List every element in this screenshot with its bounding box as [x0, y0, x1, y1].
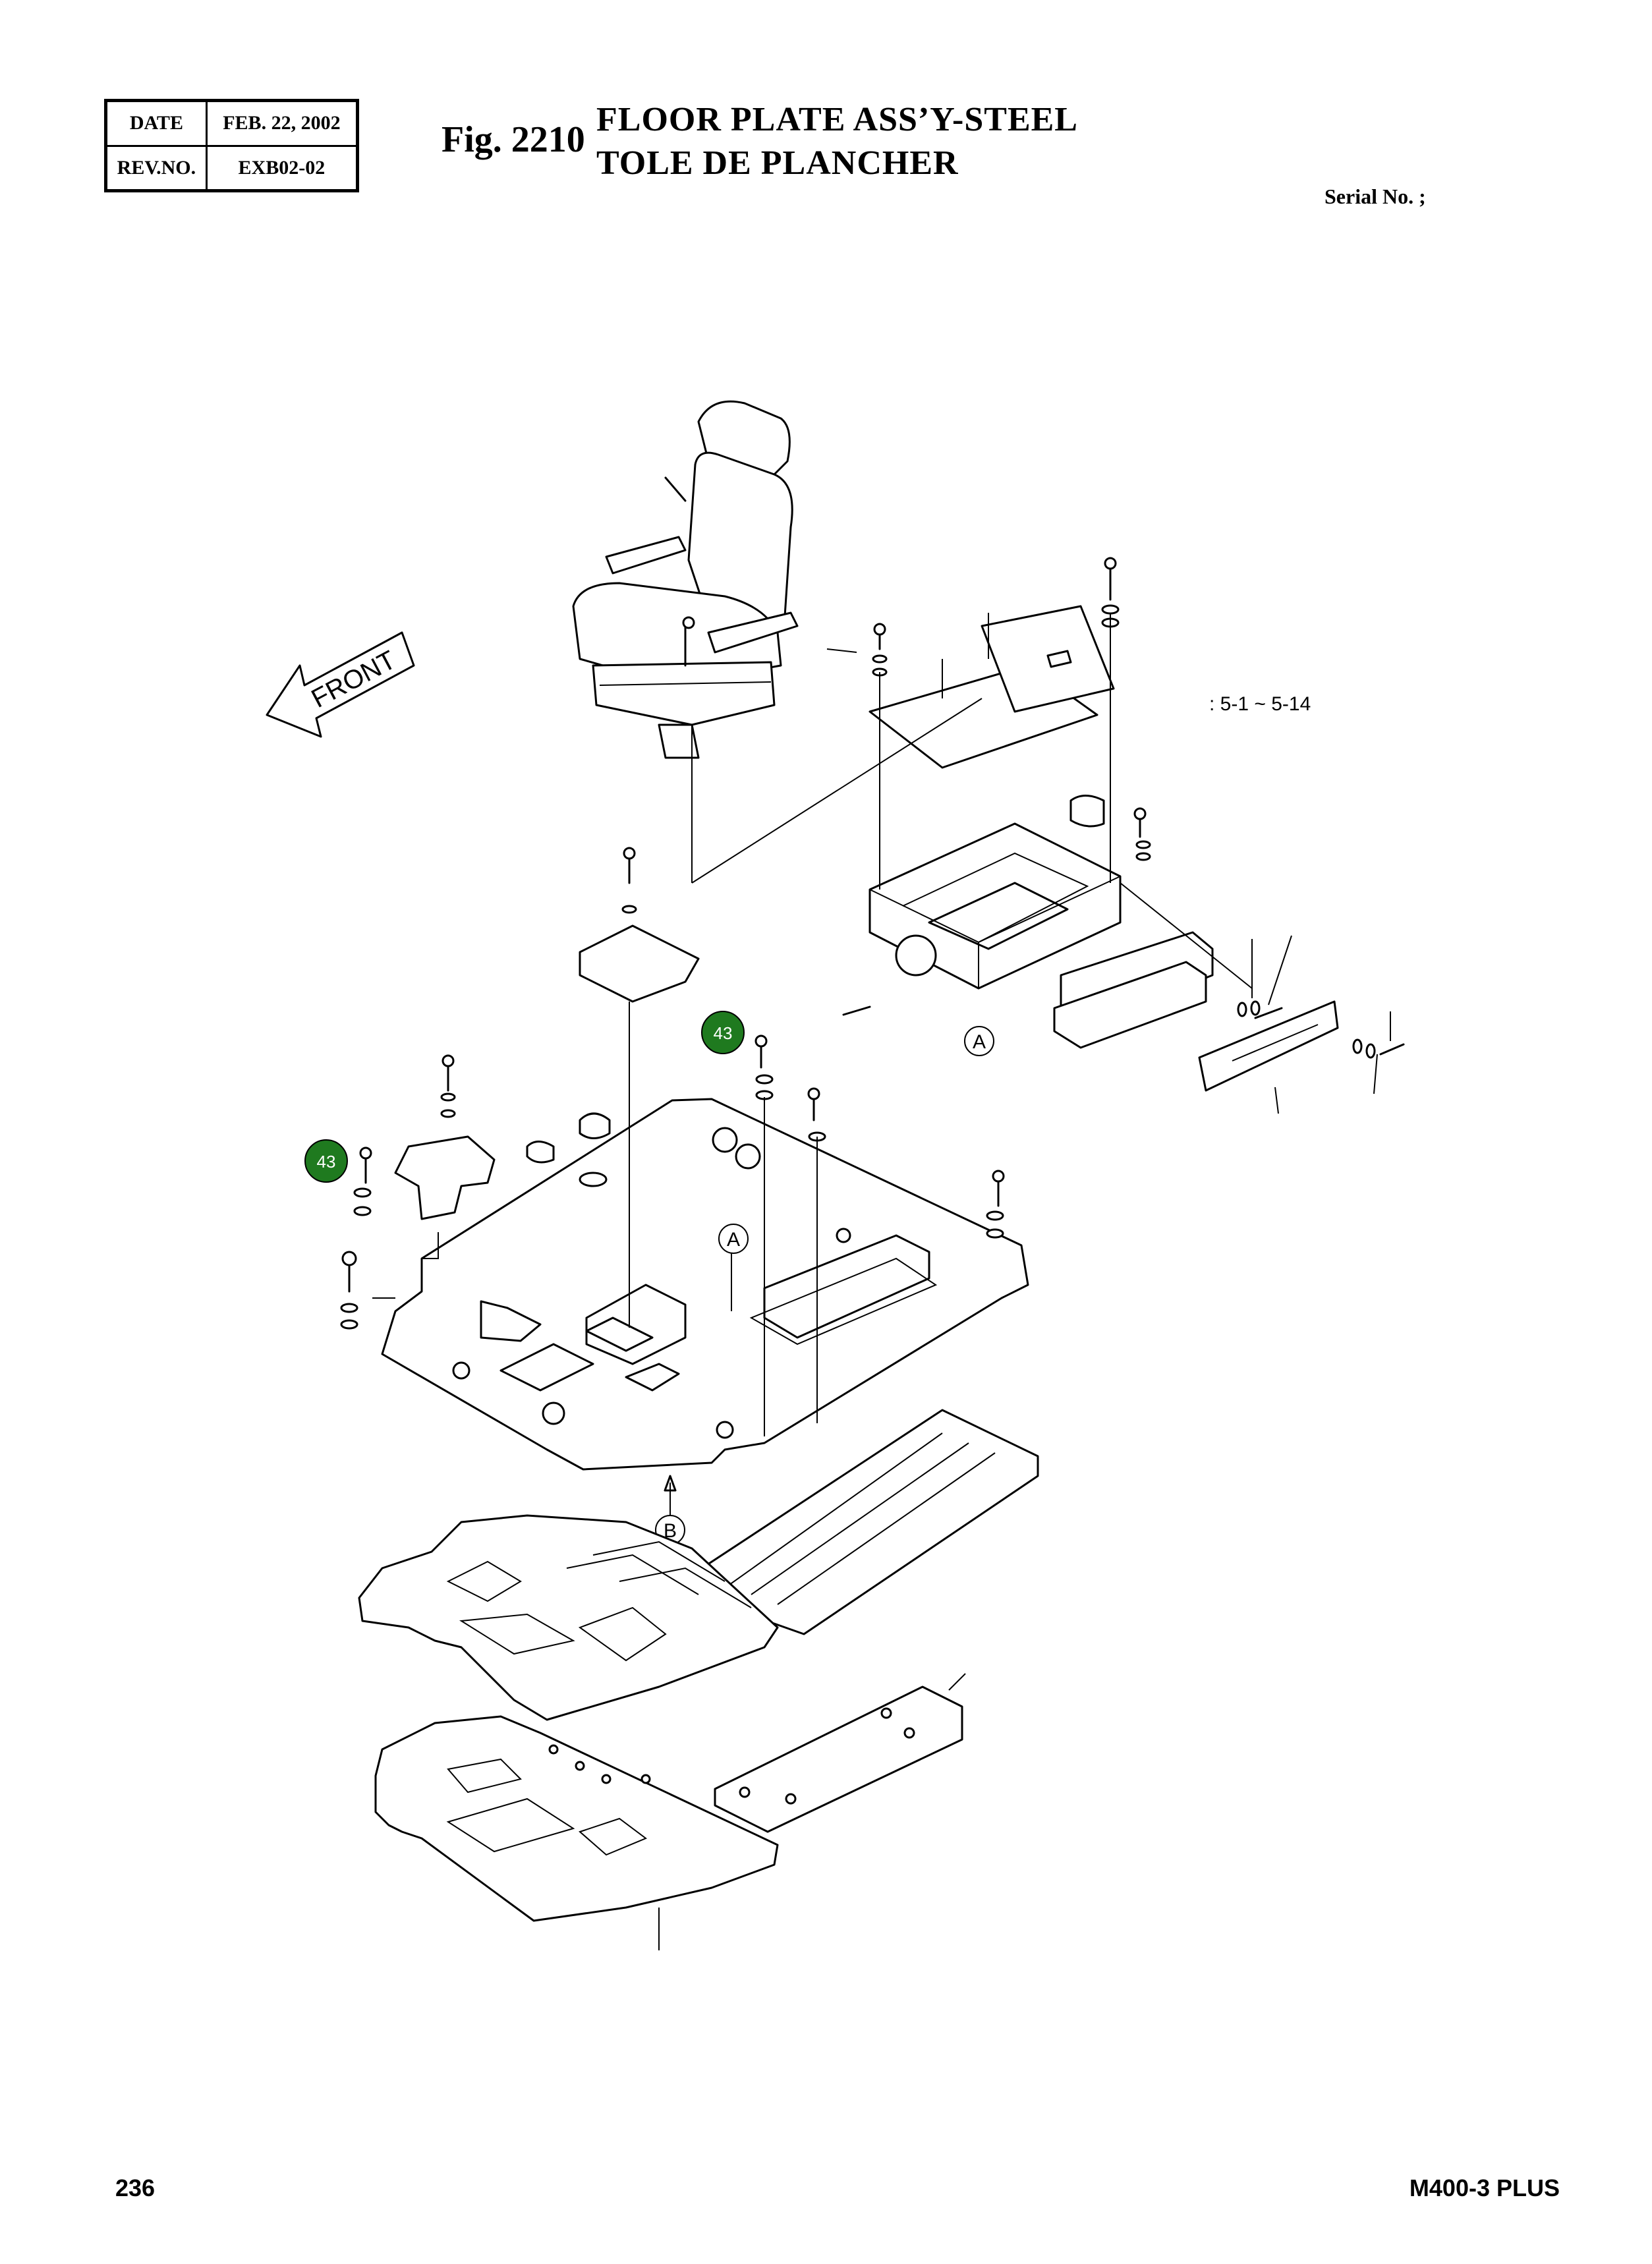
floor-mat-main [358, 1514, 779, 1721]
revision-table: DATE FEB. 22, 2002 REV.NO. EXB02-02 [104, 99, 359, 192]
rev-value: EXB02-02 [205, 144, 359, 192]
detail-marker-a-lower-label: A [727, 1229, 740, 1251]
operator-seat [572, 400, 799, 759]
callout-43-lower: 43 [304, 1139, 348, 1183]
leader-lines [691, 613, 1391, 1114]
page-number: 236 [115, 2174, 156, 2201]
detail-marker-b: B [655, 1475, 685, 1545]
callout-43-upper-label: 43 [714, 1023, 733, 1043]
detail-marker-a-lower: A [718, 1224, 749, 1254]
bottom-floor-plate [374, 1673, 966, 1950]
figure-number: Fig. 2210 [441, 119, 585, 160]
reference-note: : 5-1 ~ 5-14 [1209, 693, 1311, 715]
detail-marker-a-upper: A [964, 1026, 994, 1056]
callout-43-lower-label: 43 [317, 1152, 336, 1172]
bolts-left [340, 1034, 1005, 1436]
bolts-upper-right [842, 557, 1405, 1059]
figure-title-french: TOLE DE PLANCHER [596, 144, 959, 182]
floor-plate [381, 1098, 1029, 1471]
detail-marker-a-upper-label: A [973, 1031, 986, 1053]
model-name: M400-3 PLUS [1409, 2174, 1560, 2201]
floor-cover-plate [394, 847, 700, 1328]
callout-43-upper: 43 [701, 1011, 745, 1054]
seat-support-box [869, 605, 1339, 1092]
date-value: FEB. 22, 2002 [205, 99, 359, 147]
floor-mat-ribbed [691, 1409, 1039, 1635]
date-label: DATE [105, 99, 208, 147]
bottom-cover-plate-right [714, 1685, 963, 1833]
rev-label: REV.NO. [105, 144, 208, 192]
detail-marker-b-label: B [664, 1520, 677, 1542]
front-direction-arrow: FRONT [266, 631, 415, 738]
serial-number-label: Serial No. ; [1324, 184, 1426, 208]
figure-title-english: FLOOR PLATE ASS’Y-STEEL [596, 101, 1078, 138]
